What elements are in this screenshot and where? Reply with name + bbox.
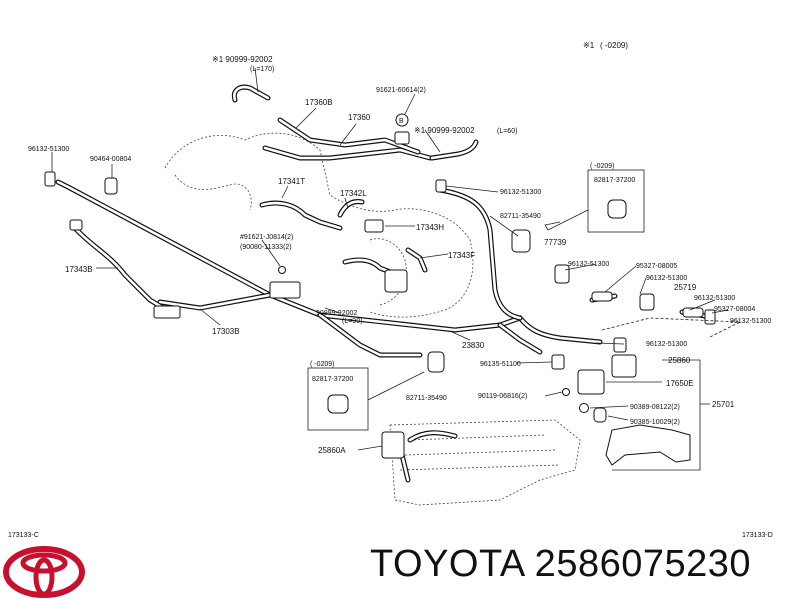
label-25860A: 25860A (318, 446, 346, 455)
tube-end-17343B (69, 219, 83, 231)
label-17341T: 17341T (278, 177, 305, 186)
toyota-logo (3, 546, 85, 598)
label-23830: 23830 (462, 341, 485, 350)
label-90999-92002-c: 90999-92002 (316, 310, 357, 317)
clamp-end-17343B (153, 305, 181, 319)
label-90999-92002-a: ※1 90999-92002 (212, 55, 273, 64)
clamp-82817-b (327, 394, 349, 414)
clamp-25719 (639, 293, 655, 311)
label-82711-35490-b: 82711-35490 (406, 395, 447, 402)
label-91621-60614: 91621-60614(2) (376, 87, 426, 94)
label-17343H: 17343H (416, 223, 444, 232)
label-90385-10029: 90385-10029(2) (630, 419, 680, 426)
valve-25860 (611, 354, 637, 378)
label-91621-j0814: #91621-J0814(2) (240, 234, 293, 241)
clamp-96132-g (613, 337, 627, 353)
label-95327-08004: 95327-08004 (714, 306, 755, 313)
label-90389-08122: 90389-08122(2) (630, 404, 680, 411)
label-82817-37200-b: 82817-37200 (312, 376, 353, 383)
inset-box-upper (587, 169, 645, 233)
clip-b (394, 131, 410, 145)
clamp-82817-a (607, 199, 627, 219)
valve-25860A (381, 431, 405, 459)
bracket-17303B (269, 281, 301, 299)
main-pipes (55, 179, 603, 358)
b-circle (395, 113, 409, 127)
clamp-96135 (551, 354, 565, 370)
label-90080-11333: (90080-11333(2) (240, 244, 292, 251)
brand-part-number: TOYOTA 2586075230 (370, 543, 752, 585)
label-90119-06816: 90119-06816(2) (478, 393, 527, 400)
label-96132-51300-e: 96132-51300 (694, 295, 735, 302)
engine-outline (164, 132, 581, 506)
label-96132-51300-c: 96132-51300 (568, 261, 609, 268)
label-17342L: 17342L (340, 189, 367, 198)
header-note-mark: ※1 (583, 41, 595, 50)
label-17303B: 17303B (212, 327, 240, 336)
clamp-82711-a (511, 229, 531, 253)
leader-lines (51, 67, 729, 471)
pipe-95327-08005 (591, 291, 613, 302)
label-96135-51100: 96135-51100 (480, 361, 521, 368)
label-25719: 25719 (674, 283, 697, 292)
label-17650E: 17650E (666, 379, 694, 388)
inset-box-lower (307, 367, 369, 431)
label-82817-37200-a: 82817-37200 (594, 177, 635, 184)
clamp-96132-b (435, 179, 447, 193)
label-96132-51300-g: 96132-51300 (646, 341, 687, 348)
label-l90: (L=90) (342, 318, 362, 325)
header-note-range: ( -0209) (600, 41, 628, 50)
clamp-82711-b (427, 351, 445, 373)
label-range-b: ( -0209) (310, 361, 335, 368)
clamp-90464 (104, 177, 118, 195)
label-77739: 77739 (544, 238, 567, 247)
label-range-a: ( -0209) (590, 163, 615, 170)
label-17343B: 17343B (65, 265, 93, 274)
check-valve-c (554, 264, 570, 284)
label-l60: (L=60) (497, 128, 517, 135)
code-right: 173133-D (742, 532, 773, 539)
nut-90389 (579, 403, 589, 413)
label-95327-08005: 95327-08005 (636, 263, 677, 270)
vsv-valve (384, 269, 408, 293)
label-96132-51300-a: 96132-51300 (28, 146, 69, 153)
label-17360B: 17360B (305, 98, 333, 107)
label-25860: 25860 (668, 356, 691, 365)
clamp-17343H (364, 219, 384, 233)
label-96132-51300-b: 96132-51300 (500, 189, 541, 196)
bracket-25701 (605, 424, 691, 466)
bolt-90119 (562, 388, 570, 396)
label-b-mark: B (399, 118, 404, 125)
pipe-95327-08004 (682, 307, 704, 318)
vsv-17650E (577, 369, 605, 395)
label-17360: 17360 (348, 113, 371, 122)
label-l170: (L=170) (250, 66, 274, 73)
label-96132-51300-f: 96132-51300 (730, 318, 771, 325)
label-17343F: 17343F (448, 251, 475, 260)
label-82711-35490-a: 82711-35490 (500, 213, 541, 220)
label-90464-00804: 90464-00804 (90, 156, 131, 163)
grommet-90385 (593, 407, 607, 423)
components (44, 113, 716, 466)
label-96132-51300-d: 96132-51300 (646, 275, 687, 282)
clamp-left-top (44, 171, 56, 187)
bolt-91621 (278, 266, 286, 274)
part-labels: ※1 ( -0209) ※1 90999-92002 (L=170) 17360… (8, 41, 773, 539)
code-left: 173133-C (8, 532, 39, 539)
label-90999-92002-b: ※1 90999-92002 (414, 126, 475, 135)
inset-boxes (307, 169, 742, 431)
label-25701: 25701 (712, 400, 735, 409)
